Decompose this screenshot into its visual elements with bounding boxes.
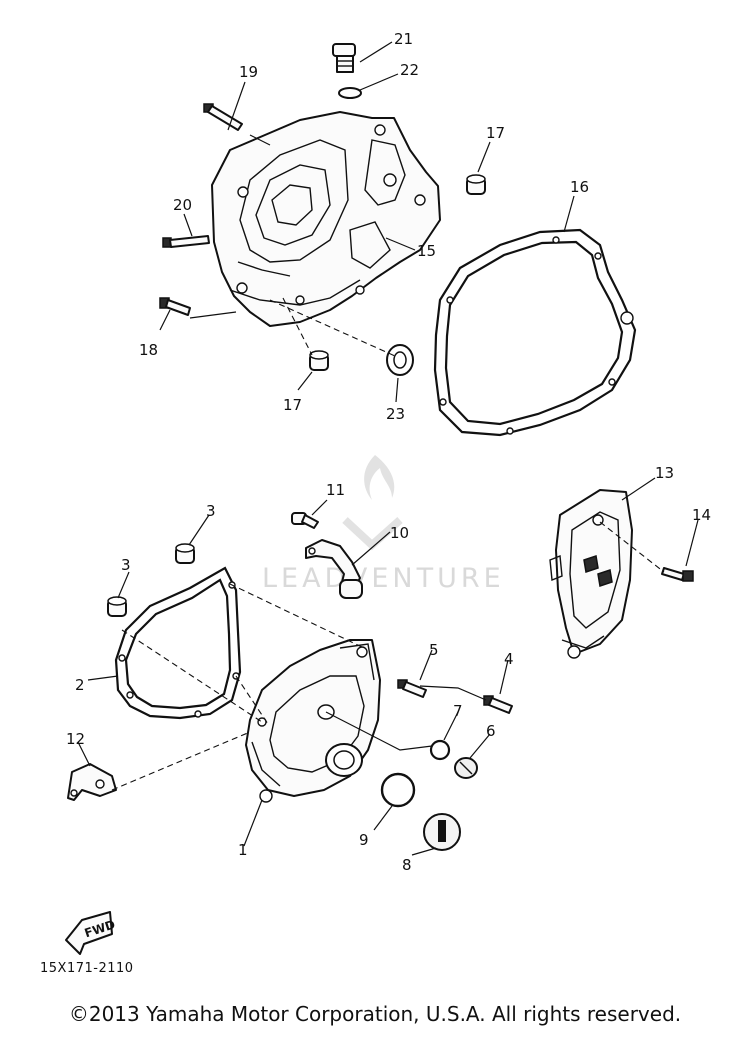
callouts: 21 22 19 17 16 20 15 18 17 23 11 3 10 13… [66, 30, 711, 874]
o-ring-7 [429, 739, 451, 761]
callout-16: 16 [570, 178, 589, 196]
bolt-18 [159, 297, 191, 316]
callout-22: 22 [400, 61, 419, 79]
callout-5: 5 [429, 641, 439, 659]
bolt-20 [162, 235, 210, 248]
callout-14: 14 [692, 506, 711, 524]
callout-10: 10 [390, 524, 409, 542]
upper-assembly-lines [269, 297, 396, 357]
callout-8: 8 [402, 856, 412, 874]
oil-plug-21 [332, 43, 356, 73]
gasket-16 [433, 228, 637, 437]
crankcase-cover-1 [245, 639, 381, 803]
callout-21: 21 [394, 30, 413, 48]
callout-4: 4 [504, 650, 514, 668]
bracket-10 [305, 539, 363, 599]
leader-lines [77, 41, 699, 856]
bolt-4 [483, 695, 513, 714]
callout-11: 11 [326, 481, 345, 499]
lower-assembly-lines [111, 521, 665, 791]
bolt-5 [397, 679, 427, 698]
dowel-pin-17b [309, 350, 329, 371]
callout-18: 18 [139, 341, 158, 359]
callout-15: 15 [417, 242, 436, 260]
callout-12: 12 [66, 730, 85, 748]
dowel-pin-17a [466, 174, 486, 195]
clamp-12 [67, 763, 117, 801]
bolt-14 [661, 567, 694, 582]
oil-seal-23 [386, 344, 414, 376]
callout-17-lower: 17 [283, 396, 302, 414]
callout-1: 1 [238, 841, 248, 859]
gasket-2 [114, 566, 242, 720]
plug-8 [423, 813, 461, 851]
plug-6 [454, 757, 478, 779]
callout-17: 17 [486, 124, 505, 142]
callout-23: 23 [386, 405, 405, 423]
sprocket-cover-13 [549, 489, 633, 659]
callout-7: 7 [453, 702, 463, 720]
callout-19: 19 [239, 63, 258, 81]
callout-13: 13 [655, 464, 674, 482]
callout-9: 9 [359, 831, 369, 849]
dowel-pin-3b [107, 596, 127, 617]
callout-20: 20 [173, 196, 192, 214]
watermark-text: LEADVENTURE [262, 563, 505, 594]
copyright-notice: ©2013 Yamaha Motor Corporation, U.S.A. A… [68, 1002, 682, 1026]
callout-3-lower: 3 [121, 556, 131, 574]
callout-6: 6 [486, 722, 496, 740]
o-ring-22 [338, 87, 362, 99]
dowel-pin-3a [175, 543, 195, 564]
watermark: LEADVENTURE [262, 455, 505, 594]
crankcase-cover-15 [211, 111, 441, 327]
bolt-11 [291, 512, 319, 529]
callout-2: 2 [75, 676, 85, 694]
diagram-code: 15X171-2110 [40, 961, 134, 976]
callout-3: 3 [206, 502, 216, 520]
fwd-arrow-icon: FWD [65, 911, 117, 955]
o-ring-9 [380, 772, 416, 808]
